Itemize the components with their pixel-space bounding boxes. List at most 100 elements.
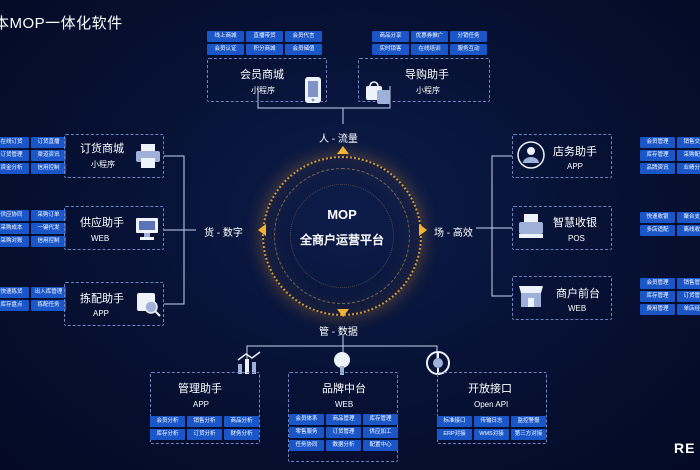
tag: 订货管理 xyxy=(326,427,361,438)
order-mall-type: 小程序 xyxy=(91,160,115,169)
picking-assistant-tags: 快速拣货 出入库管理 库存盘点 拣配任务 xyxy=(0,287,66,311)
center-ring-core xyxy=(290,184,394,288)
smart-pos-name: 智慧收银 xyxy=(553,217,597,229)
monitor-icon xyxy=(136,218,158,240)
store-assistant-tags: 会员管理 销售交易 库存管理 采购配置 品牌资讯 业绩分析 xyxy=(640,137,700,174)
tag: 直播带货 xyxy=(246,31,283,42)
member-mall-tags: 线上商城 直播带货 会员代言 会员认证 积分商城 会员储值 xyxy=(207,31,322,55)
tag: 库存盘点 xyxy=(0,300,29,311)
tag: 零售服务 xyxy=(289,427,324,438)
tag: 商品分析 xyxy=(224,416,259,427)
tag: 会员管理 xyxy=(640,278,675,289)
api-icon xyxy=(426,351,450,375)
tag: 离线收银 xyxy=(677,225,700,236)
tag: WMS对接 xyxy=(474,429,509,440)
tag: 财务分析 xyxy=(224,429,259,440)
tag: 采购订单 xyxy=(31,210,66,221)
tag: 拣配任务 xyxy=(31,300,66,311)
cashier-icon xyxy=(519,214,543,238)
tag: 第三方对接 xyxy=(511,429,546,440)
tag: 聚合支付 xyxy=(677,212,700,223)
axis-label-right: 场 - 高效 xyxy=(434,228,473,239)
store-front-tags: 会员管理 销售管理 库存管理 订货管理 费用管理 单店经营 xyxy=(640,278,700,315)
tag: 实时锁客 xyxy=(372,44,409,55)
tag: 会员储值 xyxy=(285,44,322,55)
center-subtitle: 全商户运营平台 xyxy=(299,233,384,247)
center-title: MOP xyxy=(327,207,357,222)
tag: 品牌资讯 xyxy=(640,163,675,174)
store-front-card xyxy=(512,276,612,320)
arrow-left-icon xyxy=(258,224,266,236)
member-mall-card xyxy=(207,58,327,102)
tag: 单店经营 xyxy=(677,304,700,315)
brand-logo: RE xyxy=(674,440,696,456)
picking-assistant-name: 拣配助手 xyxy=(80,293,124,305)
store-assistant-name: 店务助手 xyxy=(553,146,597,158)
tag: 快速拣货 xyxy=(0,287,29,298)
person-icon xyxy=(517,141,545,169)
store-assistant-type: APP xyxy=(567,162,584,171)
store-assistant-card xyxy=(512,134,612,178)
chart-icon xyxy=(237,351,261,374)
tag: 订货分析 xyxy=(187,429,222,440)
tag: 会员体系 xyxy=(289,414,324,425)
tag: 在线订货 xyxy=(0,137,29,148)
tag: 销售分析 xyxy=(187,416,222,427)
member-mall-name: 会员商城 xyxy=(240,69,284,81)
tag: 线上商城 xyxy=(207,31,244,42)
smart-pos-card xyxy=(512,206,612,250)
tree-icon xyxy=(334,352,350,375)
axis-label-bottom: 管 - 数据 xyxy=(319,327,358,338)
supply-assistant-name: 供应助手 xyxy=(80,217,124,229)
tag: 配置中心 xyxy=(363,440,398,451)
tag: 库存分析 xyxy=(150,429,185,440)
open-api-tags: 标准接口 传输日志 监控警报 ERP对接 WMS对接 第三方对接 xyxy=(437,416,546,440)
tag: 渠道资讯 xyxy=(31,150,66,161)
open-api-name: 开放接口 xyxy=(468,383,512,395)
tag: 分销任务 xyxy=(450,31,487,42)
tag: 标准接口 xyxy=(437,416,472,427)
printer-icon xyxy=(136,144,160,168)
tag: 采购配置 xyxy=(677,150,700,161)
tag: 商品分享 xyxy=(372,31,409,42)
brand-center-tags: 会员体系 商品管理 库存管理 零售服务 订货管理 供应加工 任务协同 数据分析 … xyxy=(289,414,398,451)
store-front-type: WEB xyxy=(568,304,587,313)
tag: 一键代发 xyxy=(31,223,66,234)
tag: 销售交易 xyxy=(677,137,700,148)
tag: 业绩分析 xyxy=(677,163,700,174)
smart-pos-type: POS xyxy=(568,234,585,243)
supply-assistant-card xyxy=(64,206,164,250)
smart-pos-tags: 快速收银 聚合支付 多店适配 离线收银 xyxy=(640,212,700,236)
shopping-guide-tags: 商品分享 优惠券推广 分销任务 实时锁客 在线培训 服务互动 xyxy=(372,31,487,55)
management-assistant-card xyxy=(150,372,260,444)
shopping-bag-icon xyxy=(366,81,390,104)
tag: 库存管理 xyxy=(640,150,675,161)
tag: 监控警报 xyxy=(511,416,546,427)
shopping-guide-card xyxy=(358,58,490,102)
member-mall-type: 小程序 xyxy=(251,86,275,95)
supply-assistant-type: WEB xyxy=(91,234,110,243)
brand-center-name: 品牌中台 xyxy=(322,383,366,395)
tag: 服务互动 xyxy=(450,44,487,55)
shopping-guide-type: 小程序 xyxy=(416,86,440,95)
tag: 资金分析 xyxy=(0,163,29,174)
tag: 库存管理 xyxy=(363,414,398,425)
storefront-icon xyxy=(519,286,543,307)
tag: 任务协同 xyxy=(289,440,324,451)
order-mall-card xyxy=(64,134,164,178)
tag: 会员代言 xyxy=(285,31,322,42)
phone-icon xyxy=(305,77,321,103)
tag: 会员管理 xyxy=(640,137,675,148)
shopping-guide-name: 导购助手 xyxy=(405,69,449,81)
tag: 会员认证 xyxy=(207,44,244,55)
tag: 供应协同 xyxy=(0,210,29,221)
brand-center-type: WEB xyxy=(335,400,354,409)
page-title: 本MOP一体化软件 xyxy=(0,15,123,32)
picking-assistant-type: APP xyxy=(93,309,110,318)
tag: 出入库管理 xyxy=(31,287,66,298)
tag: 信用控制 xyxy=(31,236,66,247)
tag: 信用控制 xyxy=(31,163,66,174)
management-assistant-name: 管理助手 xyxy=(178,383,222,395)
picking-assistant-card xyxy=(64,282,164,326)
management-assistant-tags: 会员分析 销售分析 商品分析 库存分析 订货分析 财务分析 xyxy=(150,416,259,440)
